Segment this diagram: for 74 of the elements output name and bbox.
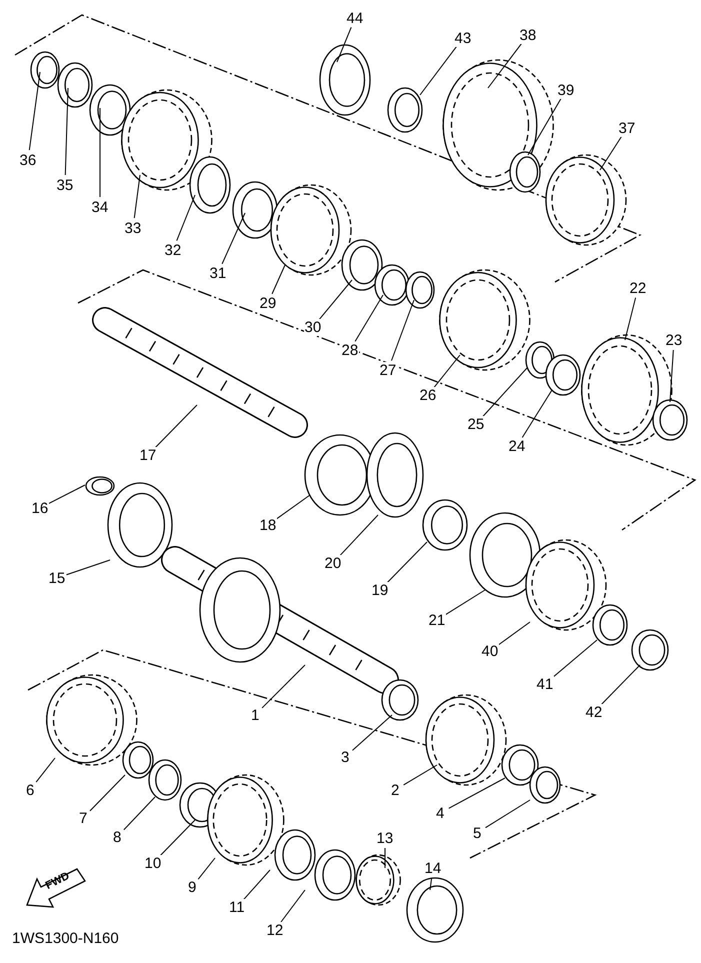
callout-number: 31 [208,264,228,282]
leader-line [48,484,86,504]
leader-line [66,560,110,576]
leader-line [420,45,458,96]
leader-line [123,796,156,830]
leader-line [522,390,552,438]
leader-line [552,640,598,678]
leader-line [339,514,378,556]
callout-number: 38 [518,26,538,44]
leader-line [36,758,56,783]
callout-number: 13 [376,830,394,846]
leader-line [488,42,522,88]
leader-line [154,404,198,448]
callout-number: 43 [454,30,472,46]
callout-number: 28 [340,342,360,358]
leader-line [390,300,414,362]
callout-number: 19 [370,582,390,598]
leader-line [354,294,384,342]
leader-line [403,764,438,786]
leader-line [384,848,386,868]
leader-line [272,264,286,294]
callout-number: 30 [304,318,322,336]
leader-line [448,778,506,809]
callout-number: 20 [324,554,342,572]
leader-line [485,800,530,828]
leader-line [198,858,216,880]
callout-number: 33 [124,220,142,236]
callout-number: 37 [618,120,636,136]
callout-number: 25 [466,416,486,432]
leader-line [352,714,392,751]
leader-line [159,820,196,856]
leader-line [430,877,432,890]
leader-line [444,590,486,616]
callout-number: 32 [164,242,182,258]
leader-line [498,622,530,646]
leader-line [64,88,68,176]
callout-number: 29 [258,294,278,312]
leader-line [336,26,352,62]
callout-number: 34 [90,198,110,216]
direction-sign [25,865,87,909]
callout-number: 23 [664,332,684,348]
leader-line [280,890,306,922]
leader-line [386,542,428,584]
leader-line [528,98,562,156]
leader-line [670,349,674,402]
leader-line [222,212,246,264]
callout-number: 35 [56,176,74,194]
callout-number: 16 [30,500,50,516]
callout-number: 10 [144,854,162,872]
leader-line [482,368,528,418]
callout-number: 8 [112,828,122,846]
callout-number: 9 [187,878,198,896]
callout-number: 6 [25,782,36,798]
leader-line [134,174,140,219]
leader-line [600,664,640,706]
callout-number: 18 [258,516,278,534]
leader-line [600,136,622,170]
callout-number: 3 [340,748,350,766]
callout-number: 36 [18,152,38,168]
callout-number: 39 [556,82,576,98]
callout-number: 5 [472,824,482,842]
callout-number: 15 [48,570,66,586]
leader-line [624,297,636,340]
leader-line [434,354,460,388]
part-code: 1WS1300-N160 [12,930,119,947]
leader-line [318,280,352,320]
callout-number: 26 [418,386,438,404]
leader-line [89,774,126,812]
leader-line [28,72,40,151]
leader-line [243,870,270,900]
leader-line [176,194,196,242]
leader-line [276,494,310,520]
leader-line [262,664,306,708]
callout-number: 40 [480,642,500,660]
